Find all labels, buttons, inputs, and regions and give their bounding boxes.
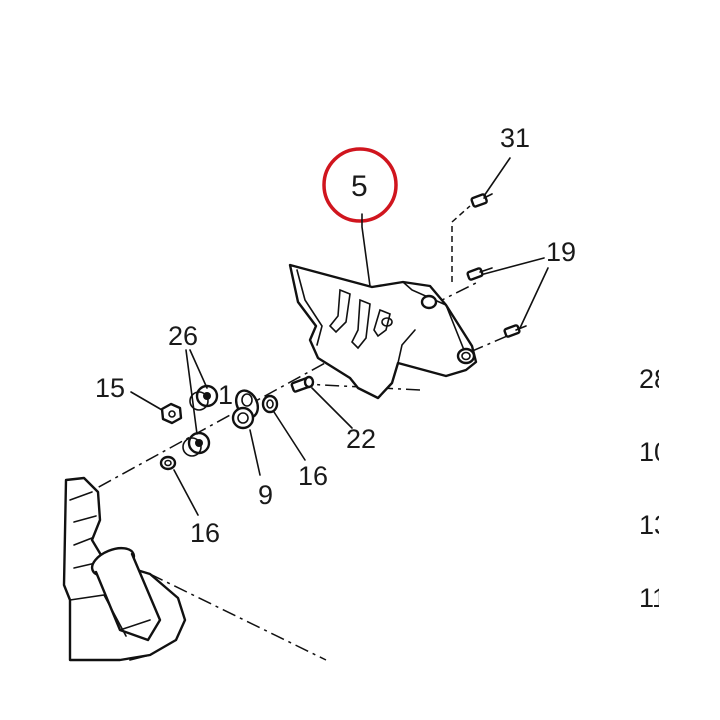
callout-5: 5 (351, 170, 368, 203)
leader-19-lower (519, 267, 549, 329)
callout-26: 26 (168, 321, 198, 351)
assembly-axis-screw-31 (451, 205, 471, 282)
washer-16-upper (261, 394, 279, 414)
callout-16-upper: 16 (298, 461, 328, 491)
washer-16-upper-hole (266, 399, 274, 409)
leader-16-lower (173, 469, 199, 516)
leader-22 (311, 387, 353, 429)
right-edge-mask (659, 360, 720, 620)
highlight-circle (322, 147, 398, 223)
grommet-26-upper (189, 384, 219, 411)
nut-15 (160, 402, 183, 425)
leader-26-lower (185, 349, 198, 435)
leader-9 (249, 429, 261, 476)
callout-31: 31 (500, 123, 530, 153)
leader-5 (361, 213, 371, 287)
callout-19: 19 (546, 237, 576, 267)
bolt-19-lower (503, 324, 527, 338)
screw-31 (470, 193, 493, 208)
screw-22 (290, 375, 315, 393)
callout-9: 9 (258, 480, 273, 510)
assembly-axis-lower (149, 573, 327, 661)
leader-26-upper (189, 349, 208, 389)
leader-31 (483, 157, 511, 197)
bracket-part-5 (288, 263, 478, 400)
callout-16-lower: 16 (190, 518, 220, 548)
washer-16-lower-hole (164, 459, 172, 467)
frame-tube (62, 476, 187, 662)
assembly-axis-lower-bolt (469, 333, 513, 353)
grommet-26-lower (182, 431, 211, 457)
callout-1: 1 (218, 380, 233, 410)
leader-15 (130, 391, 163, 411)
callout-15: 15 (95, 373, 125, 403)
bolt-19-upper (466, 267, 493, 281)
washer-16-lower (159, 455, 177, 471)
leader-19-upper (483, 257, 545, 275)
callout-22: 22 (346, 424, 376, 454)
leader-16-upper (273, 411, 306, 461)
spacer-9 (231, 389, 260, 430)
